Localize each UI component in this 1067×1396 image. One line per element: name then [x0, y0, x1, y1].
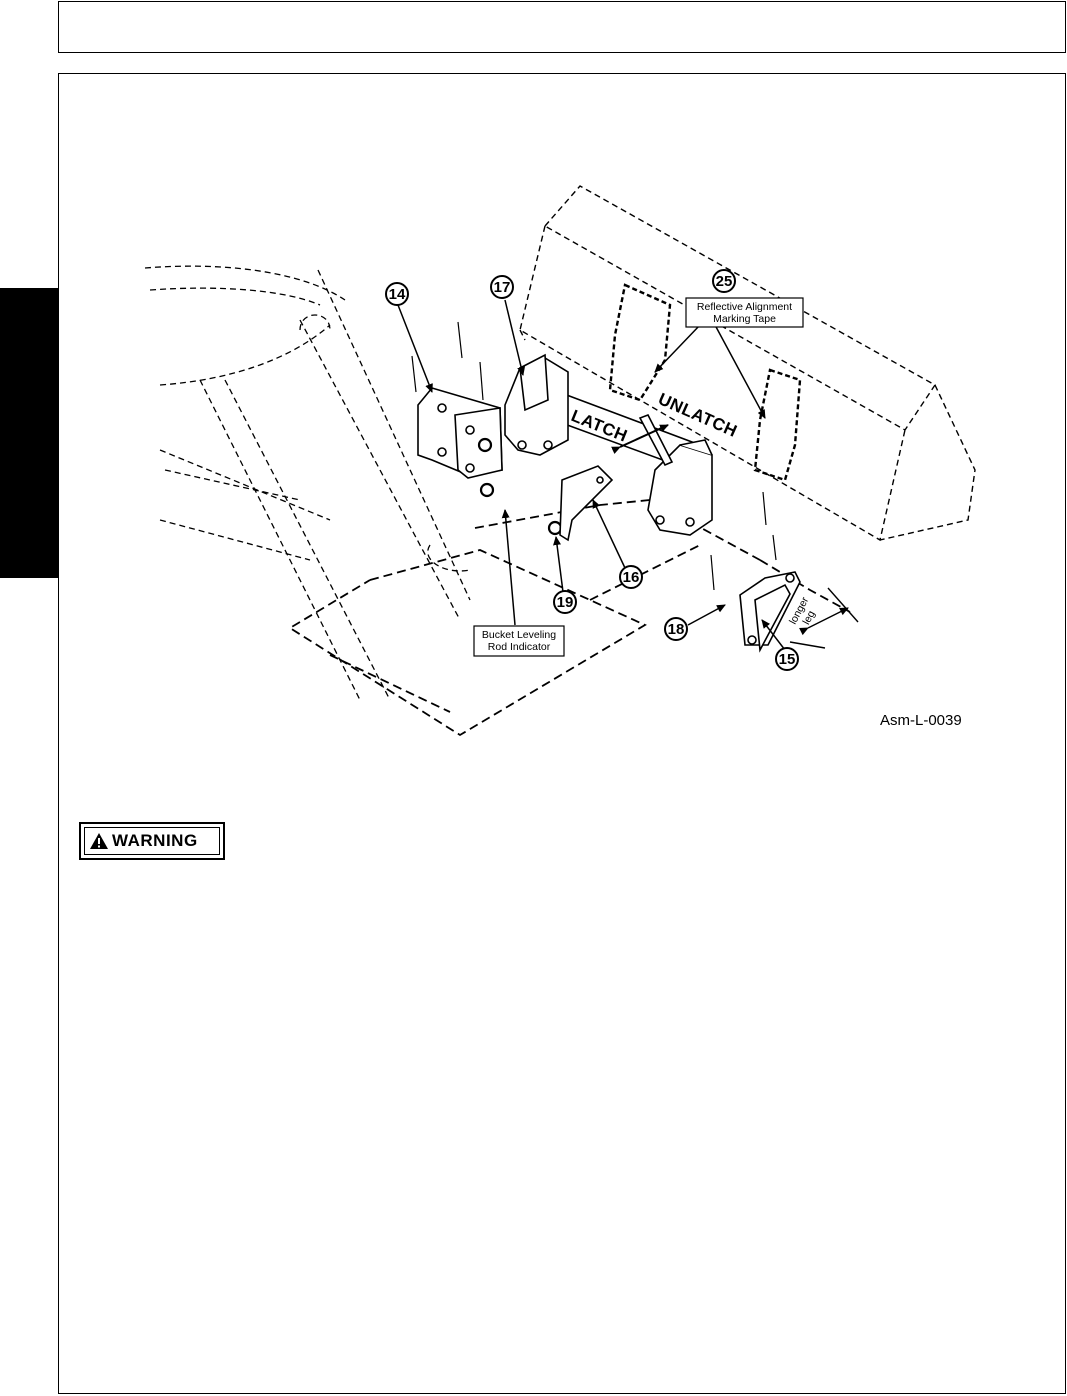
svg-text:leg: leg [800, 609, 817, 627]
phantom-bucket [519, 185, 976, 542]
warning-label: WARNING [112, 831, 198, 850]
content-frame [58, 73, 1066, 1394]
phantom-frame [288, 499, 851, 737]
svg-text:Reflective Alignment: Reflective Alignment [697, 301, 792, 313]
longer-leg-dimension [789, 587, 859, 649]
right-mount-bracket [739, 571, 801, 653]
part-16: 16 [619, 565, 643, 589]
reflective-tape-callout: Reflective Alignment Marking Tape [685, 297, 804, 328]
section-tab [0, 288, 58, 578]
part-19: 19 [553, 590, 577, 614]
part-17: 17 [490, 275, 514, 299]
part-15: 15 [775, 647, 799, 671]
leader-arrows [397, 299, 786, 651]
part-18: 18 [664, 617, 688, 641]
latch-direction-arrow [611, 424, 669, 454]
part-number-callouts: 14 17 25 16 19 18 15 [385, 269, 799, 671]
bolts [411, 321, 777, 591]
svg-text:Marking Tape: Marking Tape [713, 313, 776, 325]
page-header-box [58, 1, 1066, 53]
bucket-leveling-callout: Bucket Leveling Rod Indicator [473, 625, 565, 657]
svg-text:Rod Indicator: Rod Indicator [488, 641, 551, 653]
svg-text:25: 25 [716, 273, 733, 290]
center-plate [559, 465, 614, 542]
part-14: 14 [385, 282, 409, 306]
figure-id: Asm-L-0039 [880, 712, 962, 729]
left-mount-bracket [417, 387, 503, 479]
part-25: 25 [712, 269, 736, 293]
svg-text:17: 17 [494, 279, 511, 296]
svg-text:16: 16 [623, 569, 640, 586]
svg-text:15: 15 [779, 651, 796, 668]
alignment-tape-patches [608, 283, 802, 482]
warning-badge: WARNING [79, 822, 225, 860]
svg-text:14: 14 [389, 286, 406, 303]
quick-attach-frame [504, 353, 713, 536]
washers [477, 437, 563, 536]
svg-text:Bucket Leveling: Bucket Leveling [482, 629, 556, 641]
longer-leg-label: longer leg [787, 595, 818, 627]
svg-text:19: 19 [557, 594, 574, 611]
warning-triangle-icon [90, 833, 108, 849]
svg-text:18: 18 [668, 621, 685, 638]
phantom-loader [144, 265, 471, 701]
